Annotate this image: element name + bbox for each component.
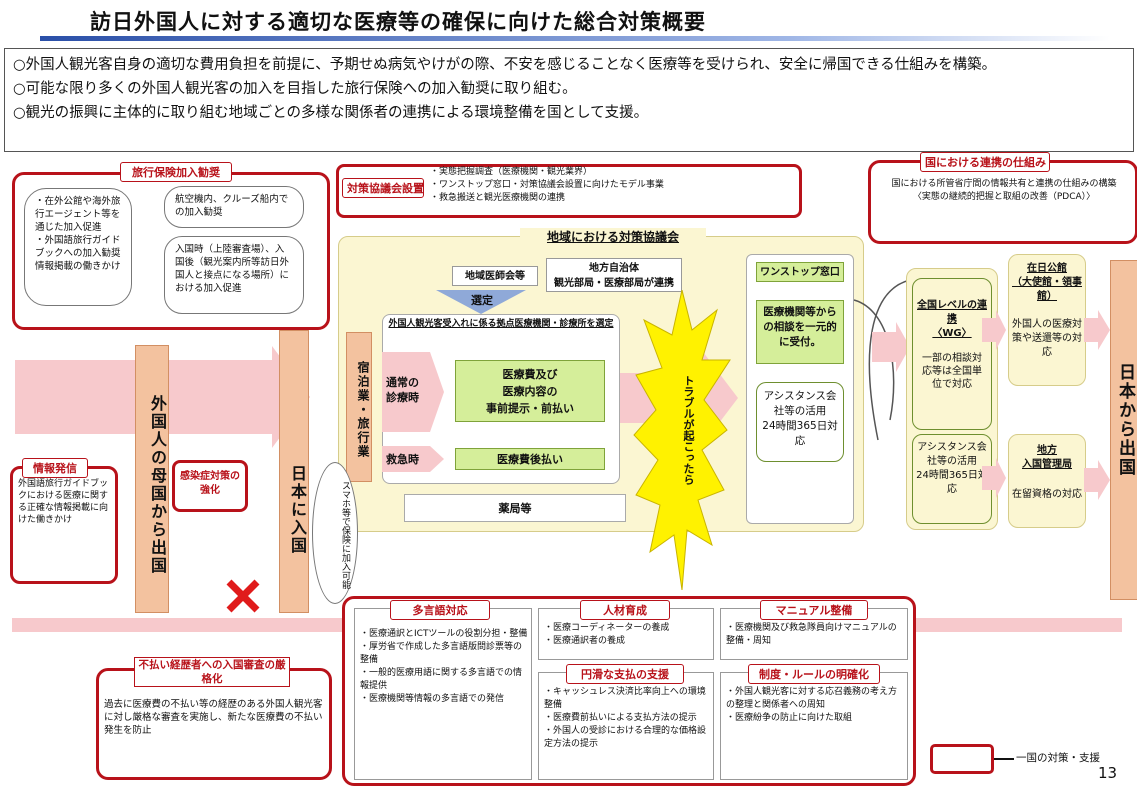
council-box <box>336 164 802 218</box>
to-immigration-arrow <box>982 458 1006 498</box>
to-national-arrow <box>872 322 910 372</box>
info-box <box>10 466 118 584</box>
medical-assoc: 地域医師会等 <box>452 266 538 286</box>
reject-cross-icon <box>226 579 260 613</box>
trouble-label: トラブルが起こったら <box>682 375 695 485</box>
human-text: ・医療コーディネーターの養成 ・医療通訳者の養成 <box>544 623 670 646</box>
legend-swatch <box>930 744 994 774</box>
multilingual-text: ・医療通訳とICTツールの役割分担・整備 ・厚労省で作成した多言語版問診票等の整… <box>360 629 528 704</box>
unpaid-tag: 不払い経歴者への入国審査の厳格化 <box>134 657 290 687</box>
summary-box: ○外国人観光客自身の適切な費用負担を前提に、予期せぬ病気やけがの際、不安を感じる… <box>4 48 1134 152</box>
council-items: ・実態把握調査（医療機関・観光業界） ・ワンストップ窓口・対策協議会設置に向けた… <box>430 167 664 203</box>
summary-line-2: ○可能な限り多くの外国人観光客の加入を目指した旅行保険への加入勧奨に取り組む。 <box>13 81 577 97</box>
page-title: 訪日外国人に対する適切な医療等の確保に向けた総合対策概要 <box>90 10 706 34</box>
pillar-home <box>135 345 169 613</box>
pillar-exit-label: 日本から出国 <box>1115 363 1135 477</box>
legend-label: 一国の対策・支援 <box>1016 752 1100 764</box>
select-label: 選定 <box>471 294 493 307</box>
hospitals-title: 外国人観光客受入れに係る拠点医療機関・診療所を選定 <box>388 319 614 329</box>
rules-text: ・外国人観光客に対する応召義務の考え方の整理と関係者への周知 ・医療紛争の防止に… <box>726 687 898 723</box>
national-wg: 全国レベルの連携 〈WG〉 <box>912 278 992 430</box>
embassy-exit-arrow <box>1084 310 1110 350</box>
pillar-lodging-label: 宿泊業・旅行業 <box>356 361 370 459</box>
page-number: 13 <box>1098 764 1118 782</box>
oval-smartphone-text: スマホ等で保険に加入可能 <box>340 481 350 589</box>
pillar-lodging <box>346 332 372 482</box>
immigration-title: 地方 入国管理局 <box>1022 445 1072 470</box>
council-tag: 対策協議会設置 <box>342 178 424 198</box>
emergency-label: 救急時 <box>386 453 419 466</box>
to-embassy-arrow <box>982 310 1006 350</box>
pillar-exit <box>1110 260 1137 600</box>
travel-insurance-tag: 旅行保険加入勧奨 <box>120 162 232 182</box>
infection-tag: 感染症対策の強化 <box>180 471 240 496</box>
oval-smartphone <box>312 462 358 604</box>
pharmacy-box: 薬局等 <box>404 494 626 522</box>
immigration-sub: 在留資格の対応 <box>1012 489 1082 500</box>
national-text: 国における所管省庁間の情報共有と連携の仕組みの構築 〈実態の継続的把握と取組の改… <box>891 179 1117 202</box>
manual-tag: マニュアル整備 <box>760 600 868 620</box>
trouble-burst-icon <box>633 290 731 590</box>
immigration-box <box>1008 434 1086 528</box>
embassy-box <box>1008 254 1086 386</box>
national-assist: アシスタンス会社等の活用 24時間365日対応 <box>912 434 992 524</box>
manual-text: ・医療機関及び救急隊員向けマニュアルの整備・周知 <box>726 623 897 646</box>
embassy-sub: 外国人の医療対策や送還等の対応 <box>1012 319 1082 358</box>
green-postpay: 医療費後払い <box>455 448 605 470</box>
pillar-entry <box>279 330 309 613</box>
national-tag: 国における連携の仕組み <box>920 152 1050 172</box>
embassy-title: 在日公館 （大使館・領事館） <box>1012 263 1082 302</box>
multilingual-box <box>354 608 532 780</box>
normal-label: 通常の 診療時 <box>386 376 419 404</box>
emergency-arrow <box>382 446 444 472</box>
travel-insurance-bubble-top: 航空機内、クルーズ船内での加入勧奨 <box>164 186 304 228</box>
payment-tag: 円滑な支払の支援 <box>566 664 684 684</box>
info-tag: 情報発信 <box>22 458 88 478</box>
human-tag: 人材育成 <box>580 600 670 620</box>
travel-insurance-bubble-left: ・在外公館や海外旅行エージェント等を通じた加入促進 ・外国語旅行ガイドブックへの… <box>24 188 132 306</box>
rules-tag: 制度・ルールの明確化 <box>748 664 880 684</box>
green-prepay: 医療費及び 医療内容の 事前提示・前払い <box>455 360 605 422</box>
normal-arrow <box>382 352 444 432</box>
title-underline <box>40 36 1110 41</box>
info-text: 外国語旅行ガイドブックにおける医療に関する正確な情報掲載に向けた働きかけ <box>18 479 109 525</box>
onestop-title: ワンストップ窓口 <box>756 262 844 282</box>
payment-text: ・キャッシュレス決済比率向上への環境整備 ・医療費前払いによる支払方法の提示 ・… <box>544 687 707 749</box>
onestop-assist: アシスタンス会社等の活用 24時間365日対応 <box>756 382 844 462</box>
pillar-home-label: 外国人の母国から出国 <box>148 395 167 575</box>
travel-insurance-bubble-mid: 入国時（上陸審査場）、入国後（観光案内所等訪日外国人と接点になる場所）における加… <box>164 236 304 314</box>
infection-box <box>172 460 248 512</box>
unpaid-text: 過去に医療費の不払い等の経歴のある外国人観光客に対し厳格な審査を実施し、新たな医… <box>104 699 323 736</box>
summary-line-1: ○外国人観光客自身の適切な費用負担を前提に、予期せぬ病気やけがの際、不安を感じる… <box>13 57 997 73</box>
immigration-exit-arrow <box>1084 460 1110 500</box>
multilingual-tag: 多言語対応 <box>390 600 490 620</box>
national-wg-label: 全国レベルの連携 〈WG〉 <box>917 300 987 339</box>
onestop-text: 医療機関等からの相談を一元的に受付。 <box>756 300 844 364</box>
summary-line-3: ○観光の振興に主体的に取り組む地域ごとの多様な関係者の連携による環境整備を国とし… <box>13 105 649 121</box>
council-header: 地域における対策協議会 <box>520 228 706 245</box>
national-wg-sub: 一部の相談対応等は全国単位で対応 <box>922 353 982 390</box>
pillar-entry-label: 日本に入国 <box>288 465 307 555</box>
legend-line <box>994 758 1014 760</box>
local-gov: 地方自治体 観光部局・医療部局が連携 <box>546 258 682 292</box>
select-arrow-icon <box>436 290 526 314</box>
payment-box <box>538 672 714 780</box>
